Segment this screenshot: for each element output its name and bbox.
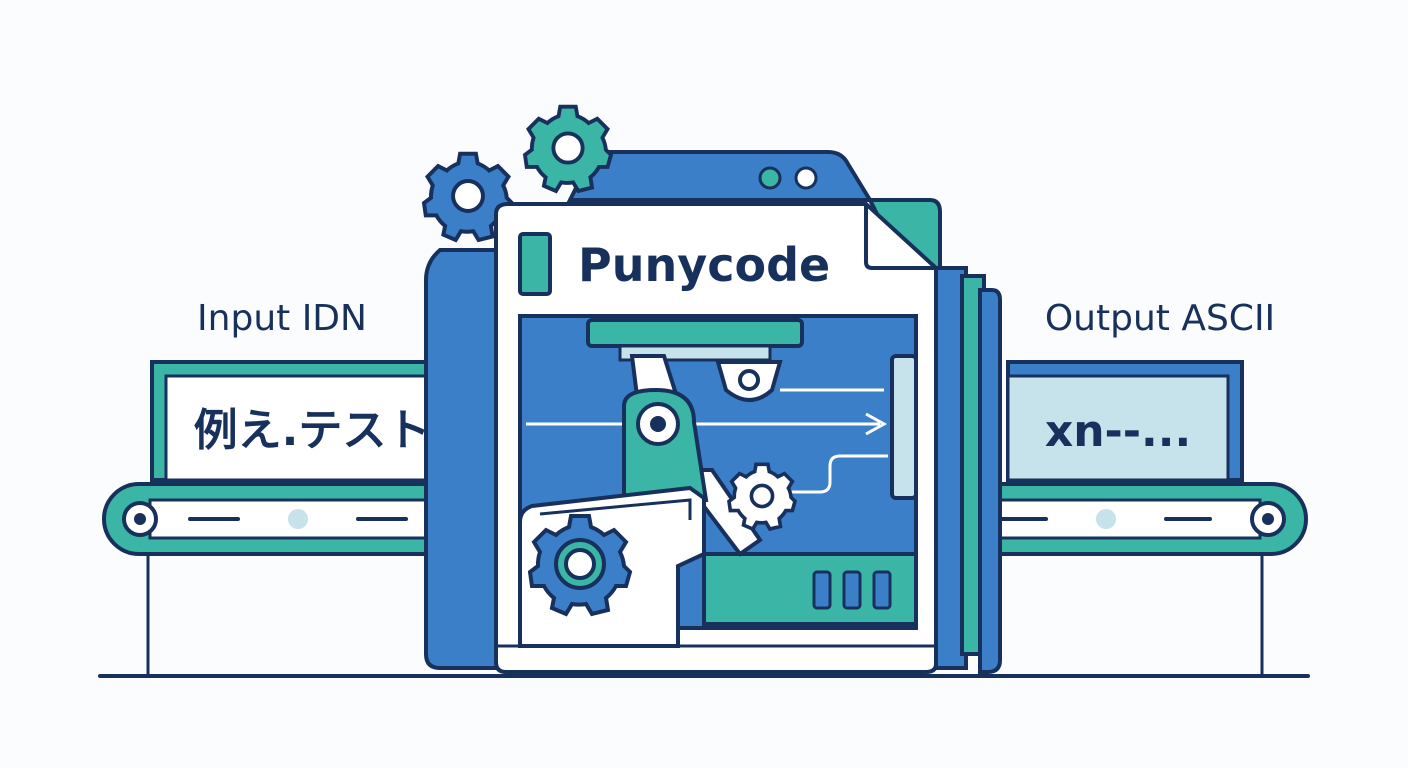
input-label: Input IDN: [197, 298, 367, 339]
output-box: xn--...: [1006, 360, 1244, 482]
input-idn-text: 例え.テスト: [194, 405, 431, 456]
right-conveyor: [908, 482, 1308, 556]
gear-icon: [528, 514, 632, 616]
processing-window: [518, 314, 918, 630]
vent-icon: [812, 570, 892, 610]
gear-icon: [523, 104, 613, 193]
gear-icon: [422, 151, 514, 242]
machine-title: Punycode: [578, 238, 830, 292]
gear-icon: [727, 462, 797, 531]
output-label: Output ASCII: [1045, 298, 1275, 339]
arrow-right-icon: [865, 412, 888, 436]
output-ascii-text: xn--...: [1045, 406, 1191, 457]
indicator-light: [794, 166, 818, 190]
title-accent-bar: [518, 232, 552, 296]
indicator-light: [758, 166, 782, 190]
input-box: 例え.テスト: [150, 360, 462, 482]
